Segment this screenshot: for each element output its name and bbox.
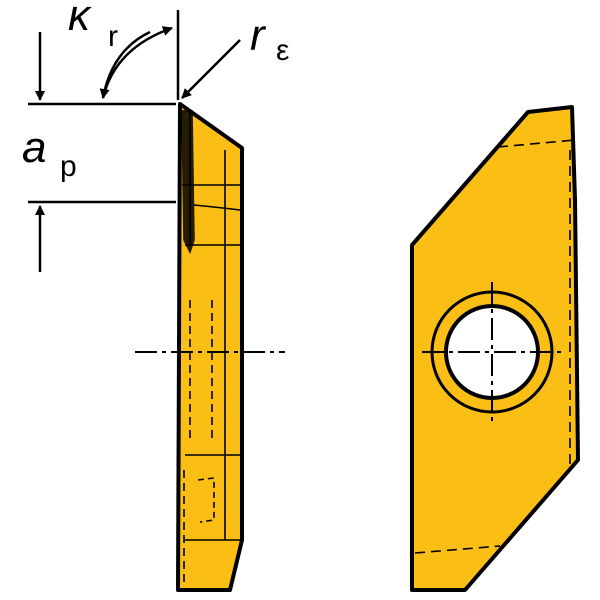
- kappa-subscript: r: [108, 20, 118, 53]
- a-label: a: [22, 123, 46, 172]
- centerline-top: [422, 282, 562, 422]
- kappa-label: κ: [68, 0, 92, 40]
- insert-side-view: [135, 102, 285, 592]
- r-label: r: [250, 11, 267, 60]
- dimension-lines: [28, 10, 241, 272]
- kappa-arc-arrow-2: [99, 30, 151, 99]
- insert-top-view: [410, 105, 580, 592]
- a-subscript: p: [60, 150, 77, 183]
- r-subscript: ε: [276, 34, 289, 67]
- r-epsilon-arrow: [181, 39, 241, 99]
